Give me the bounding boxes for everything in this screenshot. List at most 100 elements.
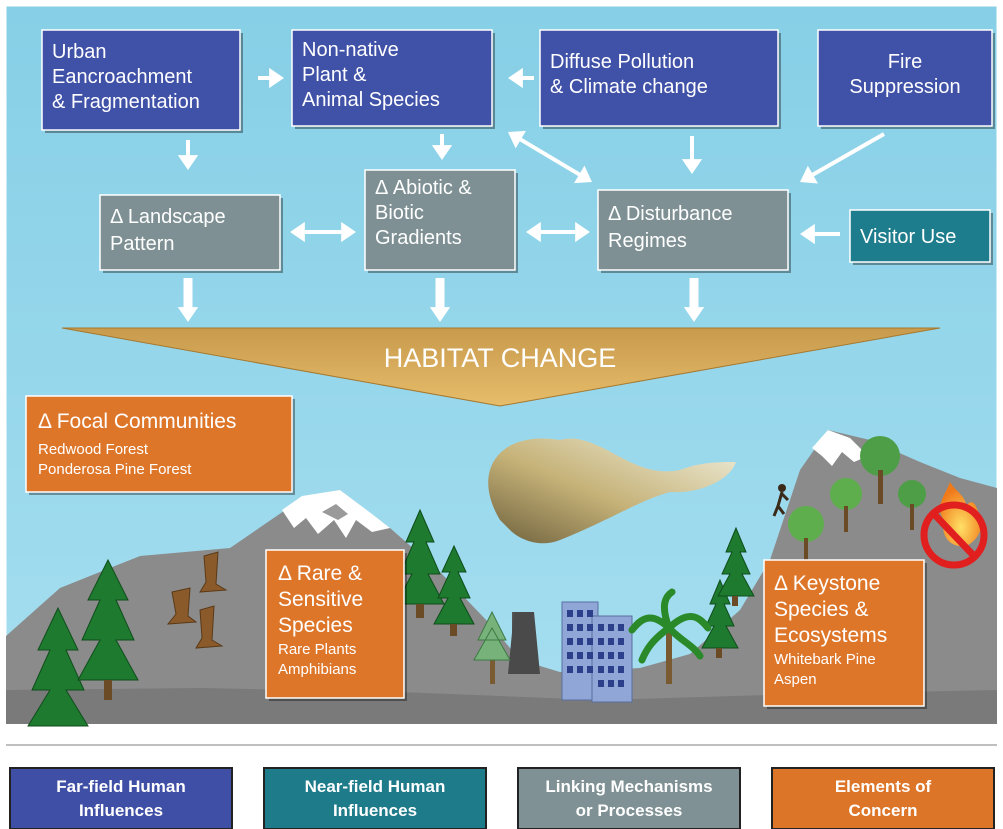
- arrow-landscape-to-habitat: [177, 278, 199, 322]
- box-nonnative-species-line-2: Animal Species: [302, 89, 440, 111]
- box-disturbance-regimes-bg: [597, 189, 789, 271]
- legend-swatch: [9, 767, 233, 829]
- legend-swatch: [263, 767, 487, 829]
- box-rare-species-line-0: Δ Rare &: [278, 562, 362, 585]
- legend-swatch: [517, 767, 741, 829]
- box-rare-species-bg: [265, 549, 405, 699]
- arrow-pollution-to-nonnative: [508, 67, 534, 89]
- box-nonnative-species-line-0: Non-native: [302, 39, 399, 61]
- box-keystone-species-line-1: Species &: [774, 598, 869, 621]
- box-nonnative-species-line-1: Plant &: [302, 64, 367, 86]
- arrow-disturbance-to-habitat: [683, 278, 705, 322]
- climber-figure: [772, 484, 790, 517]
- arrow-abiotic-disturbance: [526, 221, 590, 243]
- pine-tree-center: [473, 610, 511, 684]
- mountains-ground: [6, 430, 997, 724]
- building-windows: [567, 610, 624, 687]
- arrow-urban-to-nonnative: [258, 67, 284, 89]
- box-keystone-species-line-2: Ecosystems: [774, 624, 887, 647]
- box-visitor-use-bg: [849, 209, 991, 263]
- box-diffuse-pollution: Diffuse Pollution & Climate change: [539, 29, 781, 129]
- smoke-plume: [488, 438, 736, 544]
- legend-label: or Processes: [576, 801, 683, 820]
- landscape-illustration: [6, 430, 997, 727]
- arrow-abiotic-to-habitat: [429, 278, 451, 322]
- box-focal-communities-line-1: Redwood Forest: [38, 441, 149, 458]
- smokestack-base: [508, 612, 540, 674]
- box-abiotic-gradients-line-2: Gradients: [375, 227, 462, 249]
- arrow-urban-to-landscape: [177, 140, 199, 170]
- snow-rock: [322, 504, 348, 520]
- box-diffuse-pollution-bg: [539, 29, 779, 127]
- box-keystone-species-bg: [763, 559, 925, 707]
- box-nonnative-species-bg: [291, 29, 493, 127]
- arrow-landscape-abiotic: [290, 221, 356, 243]
- box-keystone-species-line-3: Whitebark Pine: [774, 651, 876, 668]
- box-rare-species-line-4: Amphibians: [278, 661, 356, 678]
- arrow-pollution-to-disturbance: [681, 136, 703, 174]
- box-keystone-species-line-4: Aspen: [774, 671, 817, 688]
- box-disturbance-regimes-line-1: Regimes: [608, 230, 687, 252]
- arrow-nonnative-disturbance: [508, 130, 592, 184]
- box-focal-communities-bg: [25, 395, 293, 493]
- box-diffuse-pollution-line-1: & Climate change: [550, 76, 708, 98]
- box-abiotic-gradients-bg: [364, 169, 516, 271]
- snowcap-right: [812, 430, 868, 466]
- tree-trunks: [104, 596, 738, 700]
- legend-item-2: Linking Mechanisms or Processes: [517, 767, 741, 829]
- box-disturbance-regimes-line-0: Δ Disturbance: [608, 203, 733, 225]
- legend-label: Influences: [333, 801, 417, 820]
- habitat-change-arrow: HABITAT CHANGE: [61, 327, 941, 407]
- box-urban-encroachment-line-2: & Fragmentation: [52, 91, 200, 113]
- box-fire-suppression-line-1: Suppression: [849, 76, 960, 98]
- box-diffuse-pollution-line-0: Diffuse Pollution: [550, 51, 694, 73]
- legend-label: Linking Mechanisms: [545, 777, 712, 796]
- legend-item-3: Elements of Concern: [771, 767, 995, 829]
- arrow-nonnative-to-abiotic: [431, 134, 453, 160]
- box-fire-suppression-bg: [817, 29, 993, 127]
- arrow-fire-to-disturbance: [800, 132, 885, 184]
- box-landscape-pattern-line-1: Pattern: [110, 233, 174, 255]
- box-rare-species-line-1: Sensitive: [278, 588, 363, 611]
- box-fire-suppression-line-0: Fire: [888, 51, 922, 73]
- box-urban-encroachment-line-0: Urban: [52, 41, 106, 63]
- box-keystone-species-line-0: Δ Keystone: [774, 572, 880, 595]
- legend-label: Concern: [849, 801, 918, 820]
- box-focal-communities-line-0: Δ Focal Communities: [38, 410, 236, 433]
- box-urban-encroachment-bg: [41, 29, 241, 131]
- palm-tree: [628, 588, 712, 684]
- box-focal-communities-line-2: Ponderosa Pine Forest: [38, 461, 192, 478]
- box-rare-species-line-3: Rare Plants: [278, 641, 356, 658]
- legend-label: Near-field Human: [305, 777, 446, 796]
- box-urban-encroachment-line-1: Eancroachment: [52, 66, 193, 88]
- arrows-layer: [177, 67, 885, 322]
- box-landscape-pattern-bg: [99, 194, 281, 271]
- no-fire-icon: [920, 482, 988, 569]
- cut-stumps: [166, 551, 228, 649]
- arrow-visitor-to-disturbance: [800, 223, 840, 245]
- box-visitor-use-line-0: Visitor Use: [860, 226, 956, 248]
- legend-label: Far-field Human: [56, 777, 185, 796]
- box-rare-species-line-2: Species: [278, 614, 353, 637]
- box-landscape-pattern-line-0: Δ Landscape: [110, 206, 226, 228]
- box-abiotic-gradients-line-0: Δ Abiotic &: [375, 177, 472, 199]
- valley-floor: [6, 688, 997, 724]
- box-visitor-use: Visitor Use: [849, 209, 993, 265]
- aspen-trees: [788, 436, 926, 566]
- legend-swatch: [771, 767, 995, 829]
- legend-label: Elements of: [835, 777, 932, 796]
